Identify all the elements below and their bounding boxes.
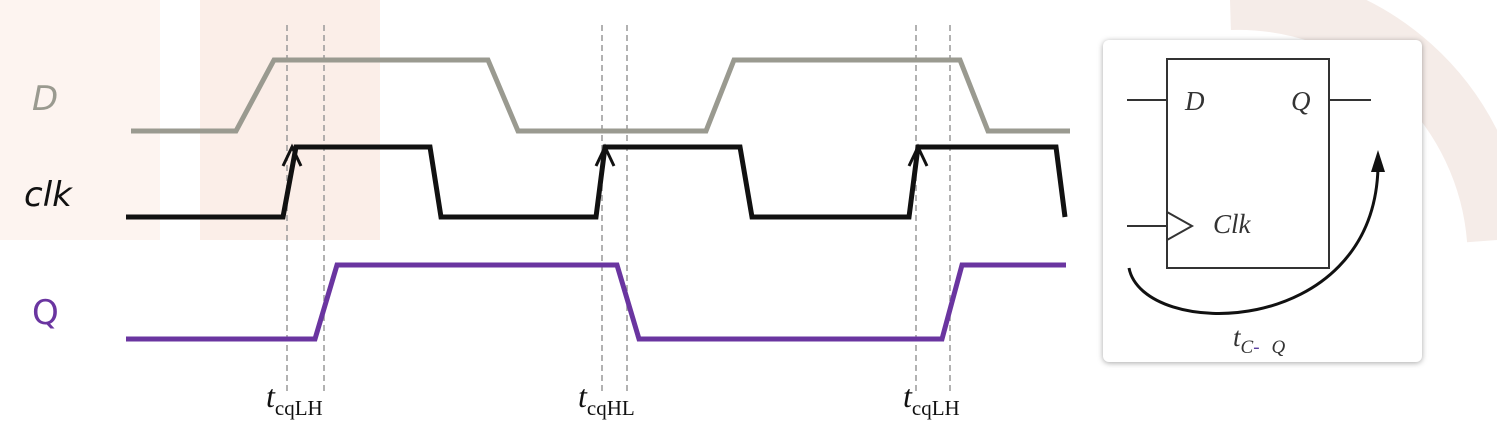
tcq-t: t — [1233, 322, 1241, 352]
delay-t: t — [266, 378, 275, 414]
ff-d-pin-label: D — [1185, 86, 1205, 116]
edge-arrow-icon — [281, 143, 303, 167]
delay-sub: cqHL — [586, 396, 635, 420]
delay-label-cqhl: tcqHL — [578, 378, 635, 420]
edge-arrow-icon — [907, 143, 929, 167]
signal-label-d: D — [32, 79, 59, 119]
flipflop-card: D Q Clk tC-Q — [1103, 40, 1422, 362]
tcq-sub-c: C — [1240, 337, 1254, 358]
signal-label-q: Q — [32, 293, 59, 333]
tcq-sub-q: Q — [1271, 337, 1286, 358]
flipflop-box — [1166, 58, 1330, 269]
tcq-sub-dash: - — [1253, 337, 1260, 358]
clock-edge-arrows — [281, 143, 929, 167]
signal-label-clk: clk — [24, 175, 72, 215]
reference-lines — [286, 25, 951, 392]
ff-clk-pin-label: Clk — [1213, 209, 1251, 239]
delay-label-cqlh-2: tcqLH — [903, 378, 960, 420]
delay-sub: cqLH — [274, 396, 323, 420]
ff-q-pin-label: Q — [1291, 86, 1311, 116]
edge-arrow-icon — [594, 143, 616, 167]
flipflop-symbol — [1127, 58, 1385, 315]
delay-t: t — [578, 378, 587, 414]
delay-sub: cqLH — [911, 396, 960, 420]
clock-triangle-icon — [1166, 211, 1195, 241]
delay-t: t — [903, 378, 912, 414]
ff-tcq-label: tC-Q — [1233, 322, 1285, 358]
tcq-curved-arrow — [1127, 167, 1380, 315]
q-waveform — [126, 262, 1066, 342]
arrowhead-icon — [1371, 150, 1385, 172]
delay-label-cqlh-1: tcqLH — [266, 378, 323, 420]
d-waveform — [131, 57, 1070, 134]
